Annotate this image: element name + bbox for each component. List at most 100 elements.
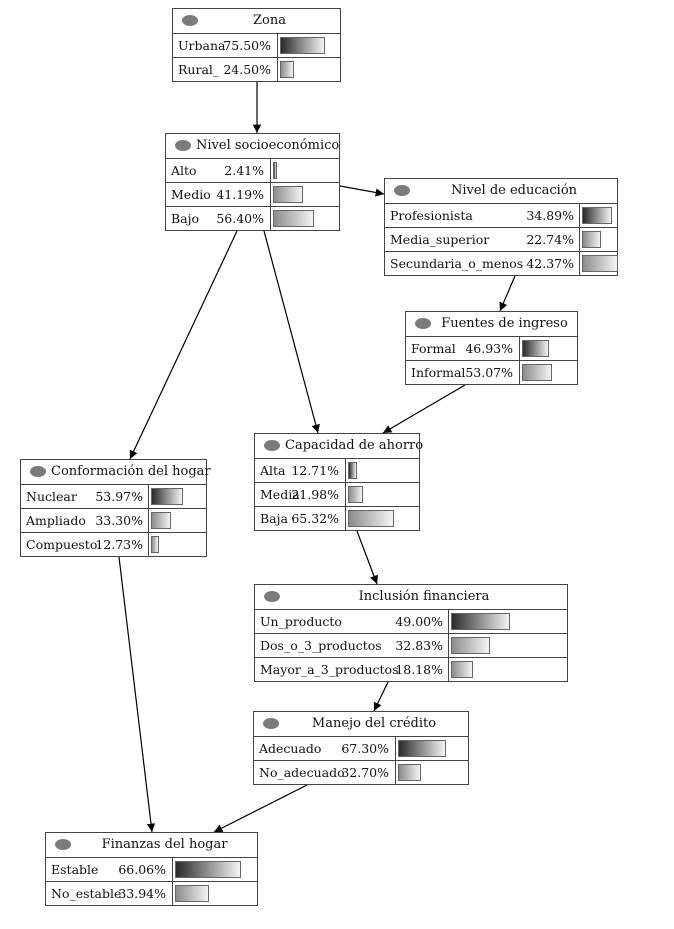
edge-credito-to-finanzas <box>213 784 308 833</box>
column-divider <box>270 159 271 182</box>
node-title: Capacidad de ahorro <box>285 438 424 453</box>
state-label: Secundaria_o_menos <box>390 256 524 271</box>
state-percentage: 12.73% <box>95 537 143 552</box>
state-label: Baja <box>260 511 288 526</box>
probability-bar <box>151 512 171 529</box>
probability-bar <box>273 210 314 227</box>
state-percentage: 66.06% <box>118 862 166 877</box>
state-label: Nuclear <box>26 489 77 504</box>
column-divider <box>270 183 271 206</box>
probability-bar <box>348 462 357 479</box>
state-percentage: 32.83% <box>395 638 443 653</box>
node-header: Fuentes de ingreso <box>406 312 577 337</box>
column-divider <box>579 204 580 227</box>
probability-bar <box>273 186 303 203</box>
probability-bar <box>151 536 159 553</box>
state-label: Ampliado <box>26 513 86 528</box>
node-ellipse-icon <box>264 591 280 602</box>
state-label: No_estable <box>51 886 122 901</box>
column-divider <box>579 228 580 251</box>
state-percentage: 53.07% <box>465 365 513 380</box>
state-percentage: 24.50% <box>223 62 271 77</box>
state-percentage: 46.93% <box>465 341 513 356</box>
state-label: Compuesto <box>26 537 98 552</box>
node-header: Conformación del hogar <box>21 460 211 485</box>
node-ellipse-icon <box>182 15 198 26</box>
node-title: Manejo del crédito <box>311 716 437 731</box>
probability-bar <box>522 340 549 357</box>
column-divider <box>148 533 149 556</box>
node-header: Nivel de educación <box>385 179 617 204</box>
state-percentage: 65.32% <box>291 511 339 526</box>
state-row: Estable 66.06% <box>46 858 257 882</box>
state-label: Alto <box>171 163 197 178</box>
state-label: Bajo <box>171 211 200 226</box>
state-label: Un_producto <box>260 614 342 629</box>
column-divider <box>345 483 346 506</box>
probability-bar <box>451 637 490 654</box>
probability-bar <box>582 255 618 272</box>
state-row: Rural_24.50% <box>173 58 340 81</box>
node-header: Nivel socioeconómico <box>166 134 339 159</box>
state-label: Profesionista <box>390 208 473 223</box>
column-divider <box>172 858 173 881</box>
probability-bar <box>280 37 325 54</box>
probability-bar <box>280 61 294 78</box>
state-label: Estable <box>51 862 99 877</box>
column-divider <box>519 361 520 384</box>
state-percentage: 56.40% <box>216 211 264 226</box>
state-percentage: 2.41% <box>224 163 264 178</box>
probability-bar <box>348 486 363 503</box>
edge-inclusion-to-credito <box>373 681 389 712</box>
node-ellipse-icon <box>30 466 46 477</box>
state-percentage: 42.37% <box>526 256 574 271</box>
state-percentage: 18.18% <box>395 662 443 677</box>
edge-nivel-to-educacion <box>339 185 385 197</box>
edge-nivel-to-ahorro <box>263 230 320 434</box>
edge-nivel-to-hogar <box>129 230 238 460</box>
column-divider <box>448 658 449 681</box>
state-label: Medio <box>171 187 211 202</box>
node-header: Inclusión financiera <box>255 585 567 610</box>
state-label: Alta <box>260 463 286 478</box>
probability-bar <box>582 231 601 248</box>
probability-bar <box>273 162 277 179</box>
column-divider <box>277 34 278 57</box>
state-percentage: 33.94% <box>118 886 166 901</box>
probability-bar <box>175 885 209 902</box>
column-divider <box>172 882 173 905</box>
node-title: Inclusión financiera <box>358 589 490 604</box>
column-divider <box>277 58 278 81</box>
node-header: Finanzas del hogar <box>46 833 257 858</box>
node-header: Capacidad de ahorro <box>255 434 424 459</box>
state-label: Media_superior <box>390 232 490 247</box>
state-percentage: 21.98% <box>291 487 339 502</box>
state-label: Rural_ <box>178 62 220 77</box>
edge-fuentes-to-ahorro <box>382 384 466 434</box>
state-row: Bajo 56.40% <box>166 207 339 230</box>
node-ellipse-icon <box>394 185 410 196</box>
